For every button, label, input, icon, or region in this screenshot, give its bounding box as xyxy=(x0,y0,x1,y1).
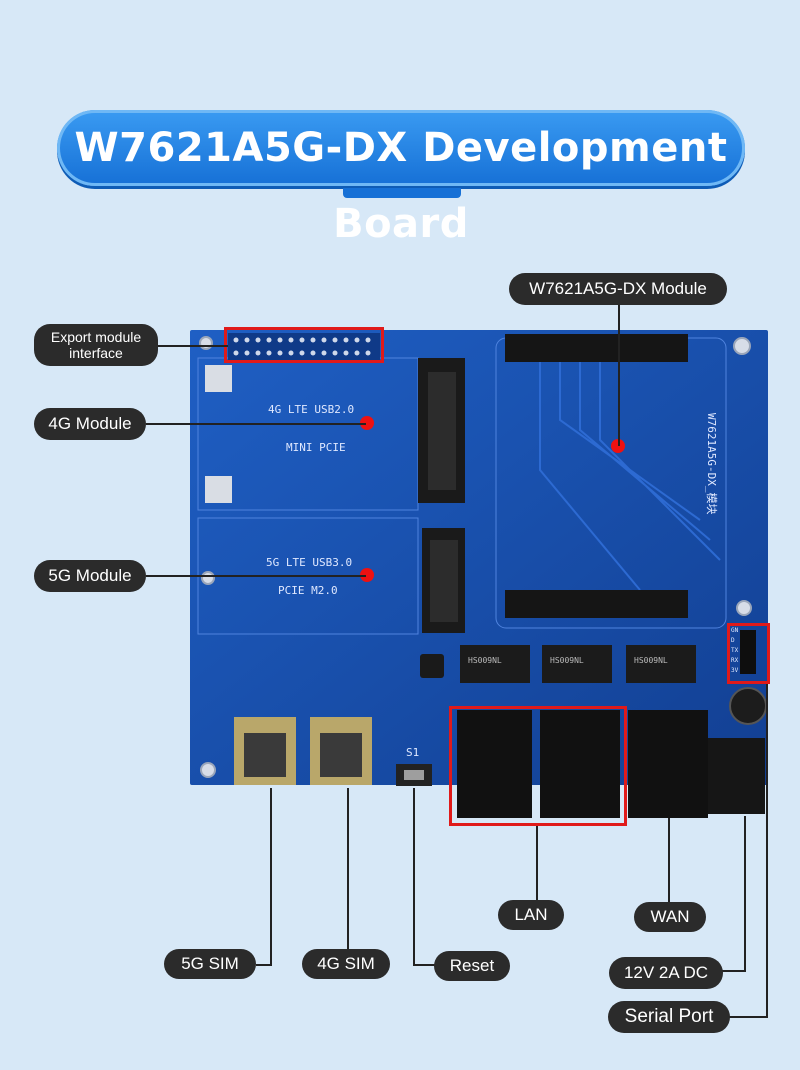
leader-lan xyxy=(536,826,538,904)
silk-5g-line2: PCIE M2.0 xyxy=(278,584,338,597)
export-header-pins xyxy=(233,337,371,356)
transformer-3 xyxy=(626,645,696,683)
silk-transformer-3: HS009NL xyxy=(634,656,668,665)
title-pill xyxy=(57,110,745,186)
leader-wan xyxy=(668,818,670,904)
leader-export xyxy=(158,345,228,347)
label-4g-module: 4G Module xyxy=(34,408,146,440)
pad-bottom xyxy=(205,476,232,503)
marker-module xyxy=(611,439,625,453)
module-header-bottom xyxy=(505,590,688,618)
label-wan: WAN xyxy=(634,902,706,932)
silk-module-name: W7621A5G-DX_模块 xyxy=(705,413,718,515)
serial-header xyxy=(740,630,756,674)
label-4g-sim: 4G SIM xyxy=(302,949,390,979)
marker-5g xyxy=(360,568,374,582)
rj45-wan xyxy=(628,710,708,818)
leader-reset-v xyxy=(413,788,415,966)
leader-4g-sim xyxy=(347,788,349,953)
module-traces xyxy=(539,360,721,591)
pad-top xyxy=(205,365,232,392)
leader-module xyxy=(618,302,620,446)
silk-4g-line1: 4G LTE USB2.0 xyxy=(268,403,355,416)
module-header-top xyxy=(505,334,688,362)
highlight-serial xyxy=(727,623,770,684)
title-banner: W7621A5G-DX Development Board xyxy=(57,110,745,247)
marker-4g xyxy=(360,416,374,430)
inductor xyxy=(420,654,444,678)
page-title: W7621A5G-DX Development Board xyxy=(74,125,728,247)
capacitor xyxy=(729,687,767,725)
leader-power-h xyxy=(722,970,746,972)
dc-jack xyxy=(708,738,765,814)
label-serial: Serial Port xyxy=(608,1001,730,1033)
rj45-lan1 xyxy=(457,710,532,818)
leader-serial-v xyxy=(766,684,768,1018)
label-lan: LAN xyxy=(498,900,564,930)
label-export-interface: Export module interface xyxy=(34,324,158,366)
label-reset: Reset xyxy=(434,951,510,981)
label-5g-sim: 5G SIM xyxy=(164,949,256,979)
export-header xyxy=(228,333,380,361)
title-tab xyxy=(343,188,461,198)
rj45-lan2 xyxy=(540,710,620,818)
silk-transformer-2: HS009NL xyxy=(550,656,584,665)
leader-5g-sim-h xyxy=(256,964,272,966)
leader-5g xyxy=(146,575,366,577)
highlight-export-interface xyxy=(224,327,384,363)
transformer-1 xyxy=(460,645,530,683)
silk-5g-line1: 5G LTE USB3.0 xyxy=(266,556,353,569)
silk-transformer-1: HS009NL xyxy=(468,656,502,665)
leader-power-v xyxy=(744,816,746,972)
silk-4g-line2: MINI PCIE xyxy=(286,441,346,454)
transformer-2 xyxy=(542,645,612,683)
silk-switch: S1 xyxy=(406,746,420,759)
label-module: W7621A5G-DX Module xyxy=(509,273,727,305)
label-5g-module: 5G Module xyxy=(34,560,146,592)
leader-4g xyxy=(146,423,366,425)
label-power: 12V 2A DC xyxy=(609,957,723,989)
highlight-lan xyxy=(449,706,627,826)
leader-5g-sim-v xyxy=(270,788,272,966)
leader-reset-h xyxy=(413,964,438,966)
silk-serial-pins: GND TX RX 3V xyxy=(731,627,739,674)
leader-serial-h xyxy=(728,1016,768,1018)
